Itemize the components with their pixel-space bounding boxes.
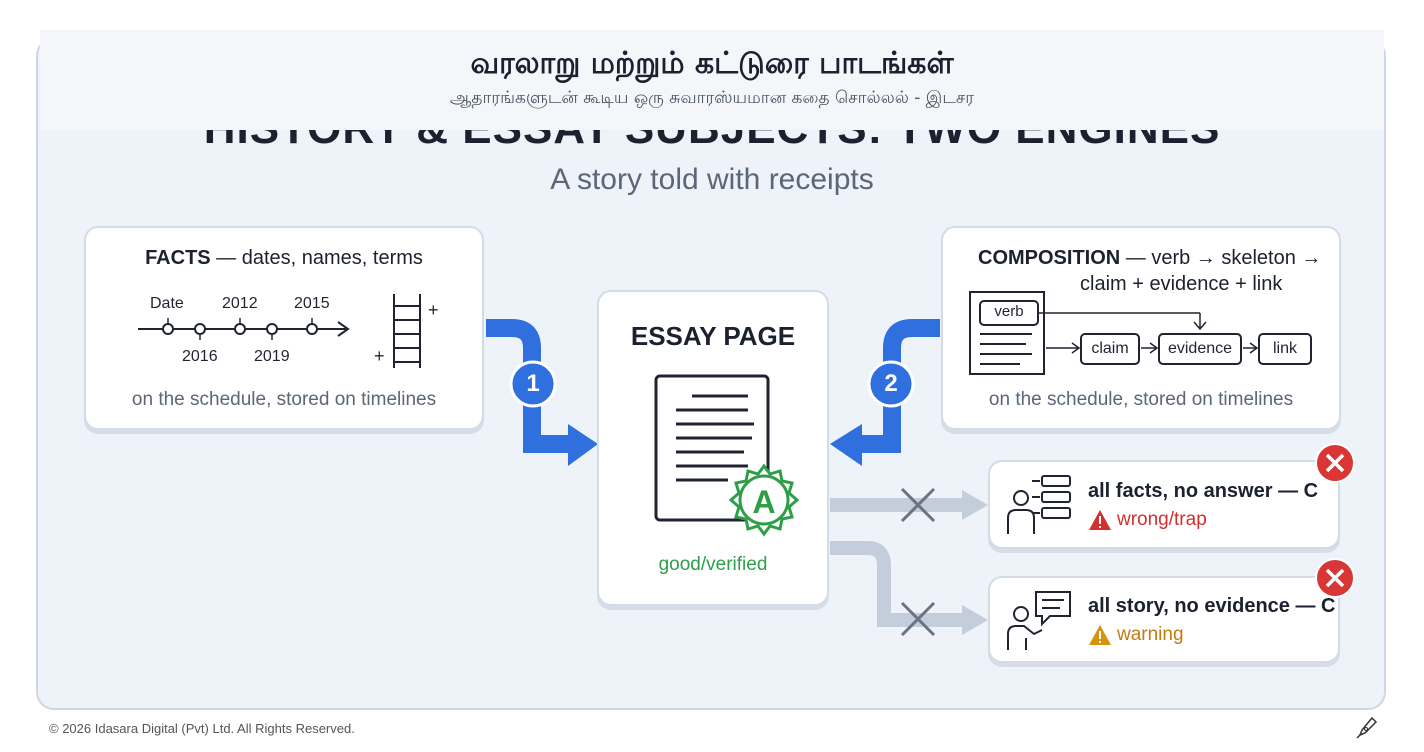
verb-box-label: verb xyxy=(994,303,1024,320)
person-list-icon xyxy=(1007,475,1071,534)
warning-triangle-icon xyxy=(1089,625,1111,645)
grade-seal-icon xyxy=(728,463,800,537)
facts-title: FACTS — dates, names, terms xyxy=(84,247,484,270)
step-2-badge xyxy=(867,360,915,408)
ladder-icon: + + xyxy=(374,294,439,368)
essay-page-title: ESSAY PAGE xyxy=(630,321,796,351)
link-box-label: link xyxy=(1272,340,1297,357)
composition-title-bold: COMPOSITION xyxy=(978,247,1121,269)
step-1-badge xyxy=(509,360,557,408)
document-icon xyxy=(654,374,800,537)
copyright-footer: © 2026 Idasara Digital (Pvt) Ltd. All Ri… xyxy=(49,721,355,736)
grade-letter: A xyxy=(752,484,776,520)
composition-title-line2: claim + evidence + link xyxy=(1080,273,1283,295)
facts-title-rest: — dates, names, terms xyxy=(210,247,423,269)
claim-box-label: claim xyxy=(1091,340,1129,357)
tamil-subtitle: ஆதாரங்களுடன் கூடிய ஒரு சுவாரஸ்யமான கதை ச… xyxy=(449,88,975,108)
timeline-label-2016: 2016 xyxy=(182,348,218,365)
close-x-badge-icon xyxy=(1315,558,1355,598)
timeline-label-2019: 2019 xyxy=(254,348,290,365)
composition-title: COMPOSITION — verb → skeleton → xyxy=(978,247,1321,270)
composition-title-rest: — verb → skeleton → xyxy=(1120,247,1322,269)
facts-caption: on the schedule, stored on timelines xyxy=(131,389,437,410)
cross-mark-icon xyxy=(900,601,936,637)
outcome-2-title: all story, no evidence — C xyxy=(1088,595,1336,617)
arrow-composition-to-essay xyxy=(858,319,940,453)
evidence-box-label: evidence xyxy=(1167,340,1233,357)
timeline-label-2012: 2012 xyxy=(222,295,258,312)
composition-caption: on the schedule, stored on timelines xyxy=(988,389,1294,410)
svg-text:+: + xyxy=(428,300,439,320)
alert-triangle-icon xyxy=(1089,510,1111,530)
background-subtitle: A story told with receipts xyxy=(550,163,874,196)
step-1-number: 1 xyxy=(526,370,540,397)
outcome-card-facts-only xyxy=(988,460,1340,549)
speaker-bubble-icon xyxy=(1007,591,1071,650)
tamil-title: வரலாறு மற்றும் கட்டுரை பாடங்கள் xyxy=(470,46,954,81)
timeline-label-2015: 2015 xyxy=(294,295,330,312)
outcome-2-note: warning xyxy=(1117,624,1184,645)
facts-timeline-graphic: + + xyxy=(138,294,439,368)
timeline-label-date: Date xyxy=(150,295,184,312)
outcome-1-note: wrong/trap xyxy=(1117,509,1207,530)
svg-text:+: + xyxy=(374,346,385,366)
arrow-facts-to-essay xyxy=(486,319,572,453)
pen-nib-icon xyxy=(1356,716,1378,739)
cross-mark-icon xyxy=(900,487,936,523)
close-x-badge-icon xyxy=(1315,443,1355,483)
title-banner xyxy=(40,30,1384,130)
step-2-number: 2 xyxy=(884,370,898,397)
composition-flow-graphic xyxy=(969,291,1312,375)
outcome-1-title: all facts, no answer — C xyxy=(1088,480,1319,502)
facts-title-bold: FACTS xyxy=(145,247,211,269)
essay-status: good/verified xyxy=(658,554,768,575)
